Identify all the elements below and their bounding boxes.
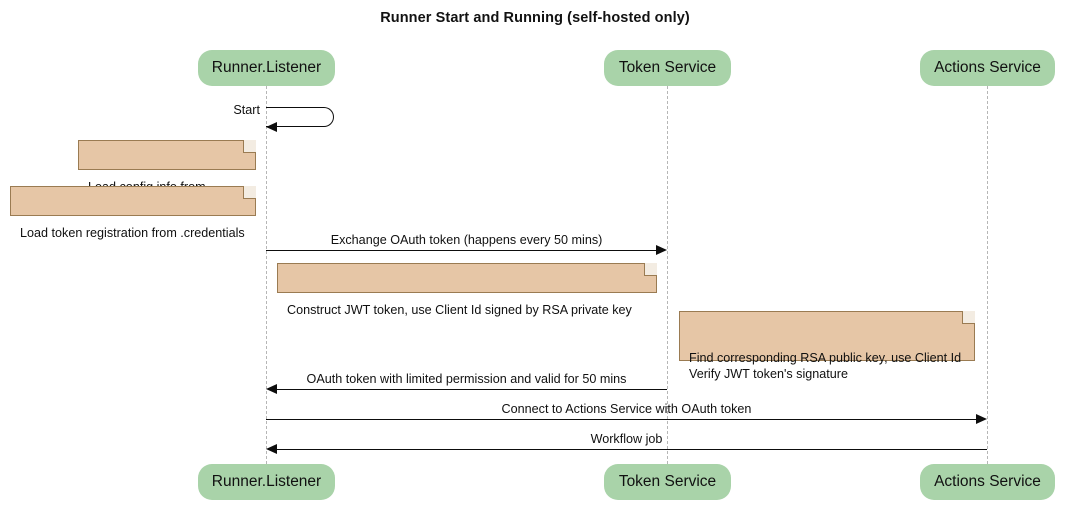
participant-bottom-runner-listener[interactable]: Runner.Listener xyxy=(198,464,335,500)
note-dogear-icon xyxy=(644,263,657,276)
participant-top-actions-service[interactable]: Actions Service xyxy=(920,50,1055,86)
participant-bottom-token-service[interactable]: Token Service xyxy=(604,464,731,500)
note-dogear-icon xyxy=(243,140,256,153)
note-construct-jwt-token: Construct JWT token, use Client Id signe… xyxy=(277,263,657,317)
self-message-start-loop xyxy=(266,107,334,127)
lifeline-actions-service xyxy=(987,86,988,464)
message-line-workflow-job xyxy=(277,449,987,450)
message-arrowhead-oauth-token-reply xyxy=(266,383,277,394)
note-dogear-icon xyxy=(243,186,256,199)
message-line-connect-actions-service xyxy=(266,419,976,420)
note-dogear-icon xyxy=(962,311,975,324)
message-label-start: Start xyxy=(233,103,260,117)
note-load-config: Load config info from .runner xyxy=(78,140,256,210)
message-line-exchange-oauth-token xyxy=(266,250,656,251)
message-label-exchange-oauth-token: Exchange OAuth token (happens every 50 m… xyxy=(330,233,603,247)
participant-bottom-actions-service[interactable]: Actions Service xyxy=(920,464,1055,500)
message-label-oauth-token-reply: OAuth token with limited permission and … xyxy=(306,372,627,386)
page-title: Runner Start and Running (self-hosted on… xyxy=(380,10,690,26)
note-text: Find corresponding RSA public key, use C… xyxy=(689,351,962,381)
note-text: Load token registration from .credential… xyxy=(20,226,245,240)
note-text: Construct JWT token, use Client Id signe… xyxy=(287,303,632,317)
self-message-start-arrowhead xyxy=(266,121,277,132)
message-label-connect-actions-service: Connect to Actions Service with OAuth to… xyxy=(501,402,752,416)
lifeline-token-service xyxy=(667,86,668,464)
participant-top-token-service[interactable]: Token Service xyxy=(604,50,731,86)
lifeline-runner-listener xyxy=(266,86,267,464)
participant-top-runner-listener[interactable]: Runner.Listener xyxy=(198,50,335,86)
message-arrowhead-workflow-job xyxy=(266,443,277,454)
message-line-oauth-token-reply xyxy=(277,389,667,390)
message-label-workflow-job: Workflow job xyxy=(590,432,663,446)
message-arrowhead-connect-actions-service xyxy=(976,413,987,424)
message-arrowhead-exchange-oauth-token xyxy=(656,244,667,255)
note-verify-jwt-token: Find corresponding RSA public key, use C… xyxy=(679,311,975,381)
note-load-token-registration: Load token registration from .credential… xyxy=(10,186,256,240)
